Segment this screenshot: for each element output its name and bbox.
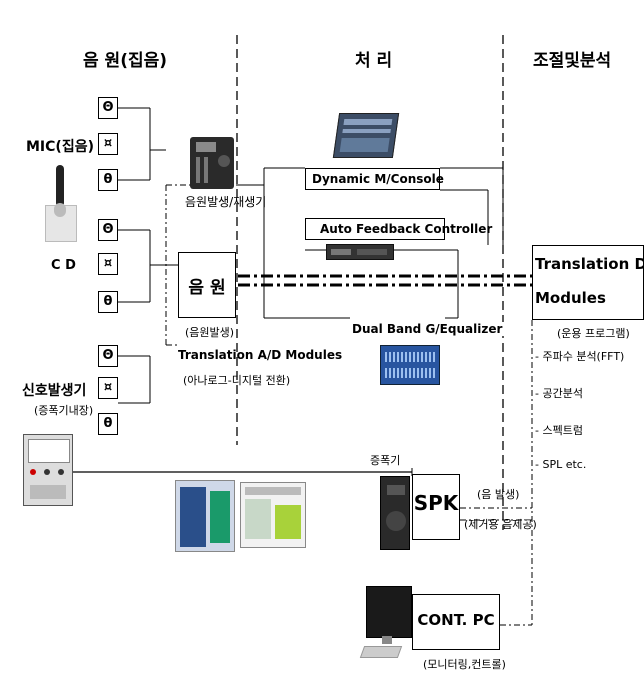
symbol-box: ¤ xyxy=(98,253,118,275)
equalizer-image xyxy=(380,345,440,385)
column-header-process: 처 리 xyxy=(355,51,393,71)
spk-note: (음 발생) xyxy=(477,488,520,501)
symbol-box: θ xyxy=(98,291,118,313)
symbol-box: ¤ xyxy=(98,377,118,399)
symbol-box: ¤ xyxy=(98,133,118,155)
signal-generator-label: 신호발생기 xyxy=(22,383,87,399)
column-header-source: 음 원(집음) xyxy=(83,51,168,71)
signal-generator-image xyxy=(23,434,73,506)
signal-generator-note: (증폭기내장) xyxy=(34,404,94,417)
spk-box: SPK xyxy=(412,474,460,540)
microphone-image xyxy=(45,165,77,242)
ad-modules-note: (아나로그-디지털 전환) xyxy=(183,374,291,387)
ad-module-image xyxy=(175,480,235,552)
da-modules-box: Translation D/A Modules xyxy=(532,245,644,320)
da-label-line1: Translation D/A xyxy=(535,255,644,273)
equalizer-label: Dual Band G/Equalizer xyxy=(350,322,505,336)
mixing-console-image xyxy=(332,113,400,158)
feedback-controller-image xyxy=(326,244,394,260)
feedback-label: Auto Feedback Controller xyxy=(320,222,493,236)
playback-device-image xyxy=(190,137,234,189)
symbol-box: Θ xyxy=(98,97,118,119)
spk-note: (제거용 음제공) xyxy=(464,518,537,531)
analysis-item: - 주파수 분석(FFT) xyxy=(535,350,625,363)
console-label: Dynamic M/Console xyxy=(312,172,444,186)
pc-image xyxy=(359,586,412,668)
ad-modules-label: Translation A/D Modules xyxy=(178,348,343,362)
cont-pc-label: CONT. PC xyxy=(417,611,495,629)
source-box-label: 음 원 xyxy=(188,278,226,298)
source-box: 음 원 xyxy=(178,252,236,318)
da-label-line2: Modules xyxy=(535,289,606,307)
symbol-box: θ xyxy=(98,169,118,191)
feedback-box: Auto Feedback Controller xyxy=(305,218,492,240)
cont-pc-box: CONT. PC xyxy=(412,594,500,650)
amp-label: 증폭기 xyxy=(370,454,401,467)
mic-label: MIC(집음) xyxy=(26,139,94,155)
analysis-item: - 스펙트럼 xyxy=(535,424,583,437)
analysis-item: - SPL etc. xyxy=(535,458,587,471)
software-screen-image xyxy=(240,482,306,548)
symbol-box: Θ xyxy=(98,345,118,367)
app-label: (운용 프로그램) xyxy=(557,327,630,340)
console-box: Dynamic M/Console xyxy=(305,168,444,190)
analysis-item: - 공간분석 xyxy=(535,387,583,400)
cd-label: C D xyxy=(51,258,76,273)
playback-label: 음원발생/재생기 xyxy=(185,195,267,209)
spk-label: SPK xyxy=(413,491,459,515)
speaker-image xyxy=(380,476,410,550)
column-header-control: 조절및분석 xyxy=(533,51,612,71)
symbol-box: Θ xyxy=(98,219,118,241)
symbol-box: θ xyxy=(98,413,118,435)
source-note: (음원발생) xyxy=(185,326,235,339)
cont-pc-note: (모니터링,컨트롤) xyxy=(423,658,506,671)
